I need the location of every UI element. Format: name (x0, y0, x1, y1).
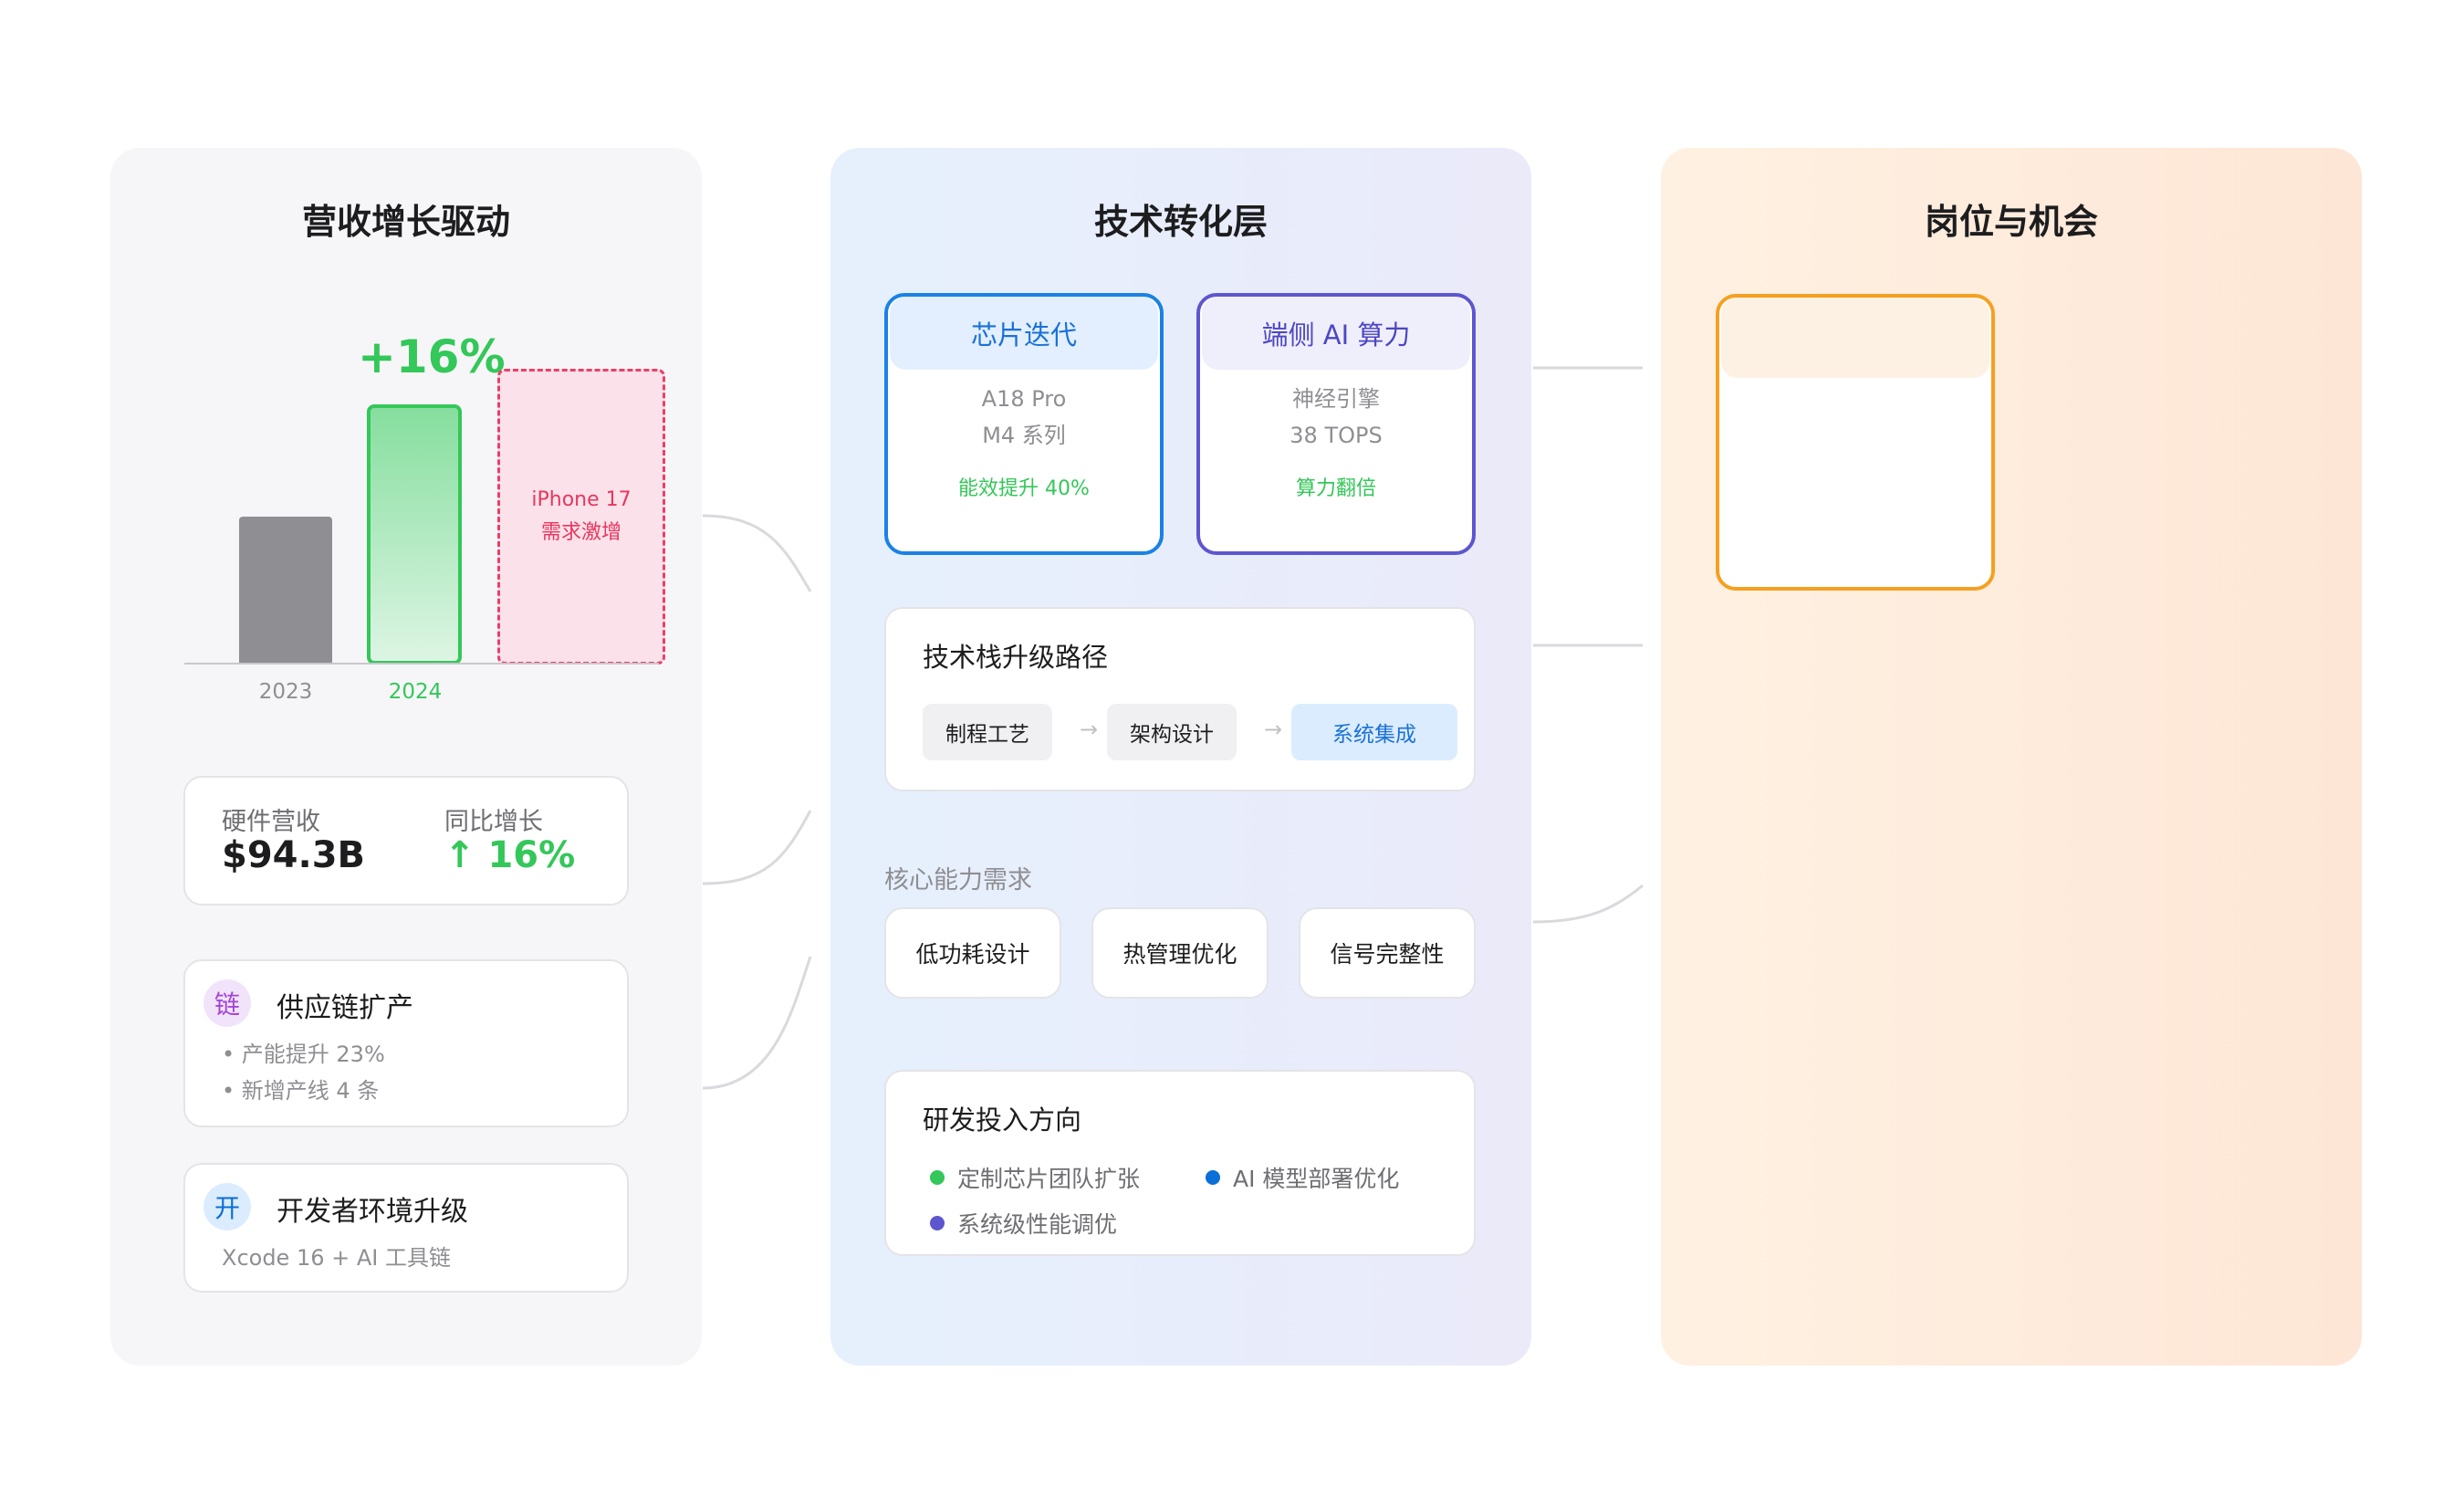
step-architecture: 架构设计 (1107, 704, 1237, 760)
x-label-2024: 2024 (388, 680, 443, 704)
tech-panel: 技术转化层 芯片迭代 A18 Pro M4 系列 能效提升 40% 端侧 AI … (830, 148, 1531, 1366)
supply-chain-title: 供应链扩产 (277, 992, 413, 1024)
bar-2023 (239, 517, 332, 663)
chip-iteration-card: 芯片迭代 A18 Pro M4 系列 能效提升 40% (884, 293, 1164, 555)
chip-line-2: M4 系列 (982, 423, 1066, 448)
rnd-title: 研发投入方向 (923, 1104, 1082, 1136)
revenue-panel: 营收增长驱动 (110, 148, 702, 1366)
yoy-growth-value: ↑ 16% (444, 834, 576, 876)
skill-pill-signal: 信号完整性 (1299, 907, 1476, 999)
bar-projection: iPhone 17 需求激增 (497, 369, 665, 665)
supply-chain-line-1: • 产能提升 23% (222, 1042, 385, 1067)
rnd-item-system-tuning: 系统级性能调优 (957, 1211, 1118, 1238)
arrow-icon: → (1080, 717, 1099, 742)
supply-chain-card: 链 供应链扩产 • 产能提升 23% • 新增产线 4 条 (183, 959, 629, 1127)
opportunity-card-header (1721, 298, 1989, 378)
rnd-item-ai-deploy: AI 模型部署优化 (1233, 1166, 1400, 1192)
arrow-icon: → (1264, 717, 1283, 742)
growth-label: +16% (358, 330, 506, 383)
hardware-revenue-label: 硬件营收 (222, 808, 320, 836)
bar-2024 (367, 404, 462, 665)
ai-highlight: 算力翻倍 (1295, 477, 1376, 500)
ai-line-1: 神经引擎 (1292, 386, 1380, 412)
supply-chain-line-2: • 新增产线 4 条 (222, 1078, 380, 1104)
chip-highlight: 能效提升 40% (958, 477, 1090, 500)
developer-subtitle: Xcode 16 + AI 工具链 (222, 1245, 451, 1271)
rnd-item-chip-team: 定制芯片团队扩张 (957, 1166, 1141, 1192)
projection-line-1: iPhone 17 (531, 488, 632, 511)
tech-panel-title: 技术转化层 (1093, 202, 1268, 242)
rnd-card: 研发投入方向 定制芯片团队扩张 AI 模型部署优化 系统级性能调优 (884, 1070, 1476, 1256)
projection-line-2: 需求激增 (540, 521, 621, 544)
ai-line-2: 38 TOPS (1289, 423, 1383, 448)
blue-dot-icon (1206, 1170, 1220, 1185)
connector-revenue-to-tech-2 (702, 810, 812, 885)
edge-ai-card: 端侧 AI 算力 神经引擎 38 TOPS 算力翻倍 (1196, 293, 1476, 555)
developer-title: 开发者环境升级 (277, 1196, 468, 1228)
step-process: 制程工艺 (923, 704, 1052, 760)
x-label-2023: 2023 (258, 680, 313, 704)
jobs-panel-title: 岗位与机会 (1924, 202, 2098, 242)
connector-tech-to-jobs-3 (1532, 884, 1644, 924)
step-integration: 系统集成 (1291, 704, 1457, 760)
hardware-revenue-value: $94.3B (222, 834, 366, 876)
edge-ai-title: 端侧 AI 算力 (1202, 297, 1470, 370)
skill-pill-low-power: 低功耗设计 (884, 907, 1061, 999)
skill-pill-thermal: 热管理优化 (1091, 907, 1269, 999)
chip-line-1: A18 Pro (981, 386, 1067, 412)
stack-path-card: 技术栈升级路径 制程工艺 → 架构设计 → 系统集成 (884, 607, 1476, 791)
developer-card: 开 开发者环境升级 Xcode 16 + AI 工具链 (183, 1163, 629, 1293)
chain-badge-icon: 链 (204, 979, 251, 1027)
green-dot-icon (930, 1170, 945, 1185)
stack-path-title: 技术栈升级路径 (923, 642, 1109, 673)
chart-baseline (184, 663, 659, 665)
core-skills-label: 核心能力需求 (884, 866, 1032, 895)
yoy-growth-label: 同比增长 (444, 808, 543, 836)
revenue-panel-title: 营收增长驱动 (301, 202, 510, 242)
connector-revenue-to-tech-1 (702, 514, 812, 592)
developer-badge-icon: 开 (204, 1183, 251, 1230)
opportunity-card (1716, 294, 1995, 591)
connector-revenue-to-tech-3 (702, 956, 812, 1090)
chip-iteration-title: 芯片迭代 (890, 297, 1158, 370)
revenue-metrics-card: 硬件营收 $94.3B 同比增长 ↑ 16% (183, 776, 629, 906)
indigo-dot-icon (930, 1216, 945, 1230)
